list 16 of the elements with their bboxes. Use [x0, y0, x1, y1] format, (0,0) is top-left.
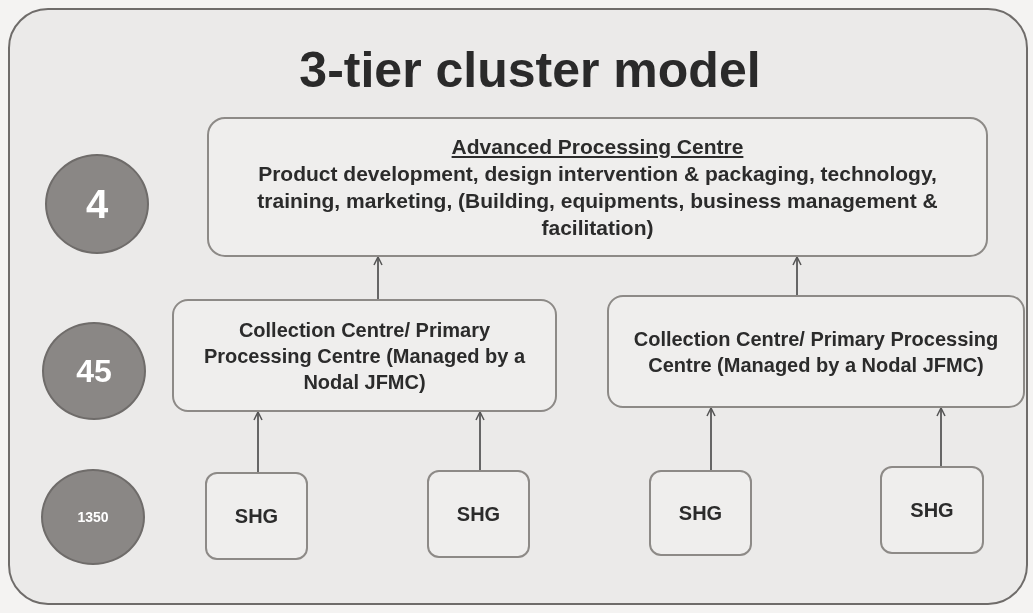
- arrow: [253, 411, 263, 473]
- process-box: SHG: [427, 470, 530, 558]
- arrow: [475, 411, 485, 471]
- arrow: [373, 256, 383, 300]
- arrow: [792, 256, 802, 296]
- process-box: Collection Centre/ Primary Processing Centre (Managed by a Nodal JFMC): [607, 295, 1025, 408]
- process-box: SHG: [205, 472, 308, 560]
- process-box: [207, 117, 988, 257]
- process-box: Collection Centre/ Primary Processing Centre (Managed by a Nodal JFMC): [172, 299, 557, 412]
- process-box: SHG: [649, 470, 752, 556]
- arrow: [936, 407, 946, 467]
- box-text: Product development, design intervention & packaging, technology, training, marketing, (Building, equipments, business management & facilitation): [256, 161, 939, 241]
- title: 3-tier cluster model: [298, 41, 762, 100]
- box-heading: Advanced Processing Centre: [451, 134, 744, 160]
- process-box: SHG: [880, 466, 984, 554]
- arrow: [706, 407, 716, 471]
